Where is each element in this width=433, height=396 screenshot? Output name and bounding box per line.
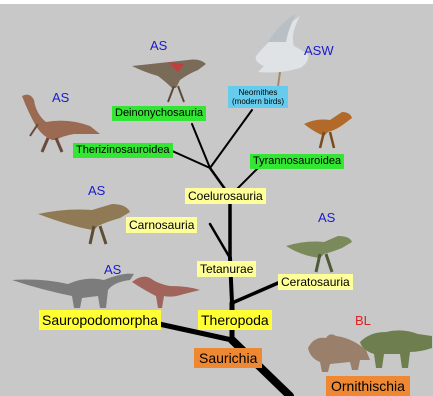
node-neornithes-note: (modern birds) <box>232 97 284 106</box>
carnosaur-illustration <box>36 196 132 246</box>
deinonychosaur-illustration <box>128 52 210 104</box>
node-therizinosauroidea: Therizinosauroidea <box>73 143 173 158</box>
node-sauropodomorpha: Sauropodomorpha <box>39 310 161 330</box>
credit-carnosaur: AS <box>88 183 105 198</box>
credit-bird: ASW <box>304 43 334 58</box>
node-ornithischia: Ornithischia <box>326 376 410 396</box>
node-ceratosauria: Ceratosauria <box>278 274 353 290</box>
tyrannosauroid-illustration <box>300 102 354 150</box>
node-carnosauria: Carnosauria <box>126 217 197 233</box>
node-neornithes: Neornithes (modern birds) <box>228 86 288 108</box>
node-coelurosauria: Coelurosauria <box>185 188 266 204</box>
credit-ceratosaur: AS <box>318 210 335 225</box>
ceratosaur-illustration <box>284 224 354 274</box>
credit-ornithischian: BL <box>355 313 371 328</box>
credit-sauropodomorph: AS <box>104 262 121 277</box>
ankylosaur-illustration <box>360 318 433 372</box>
node-tyrannosauroidea: Tyrannosauroidea <box>250 154 344 169</box>
node-tetanurae: Tetanurae <box>197 261 256 277</box>
credit-deinonychosaur: AS <box>150 38 167 53</box>
prosauropod-illustration <box>128 268 202 310</box>
node-deinonychosauria: Deinonychosauria <box>112 106 206 121</box>
node-saurichia: Saurichia <box>194 348 262 368</box>
node-theropoda: Theropoda <box>198 310 272 330</box>
node-neornithes-name: Neornithes <box>232 88 284 97</box>
credit-therizinosaur: AS <box>52 90 69 105</box>
